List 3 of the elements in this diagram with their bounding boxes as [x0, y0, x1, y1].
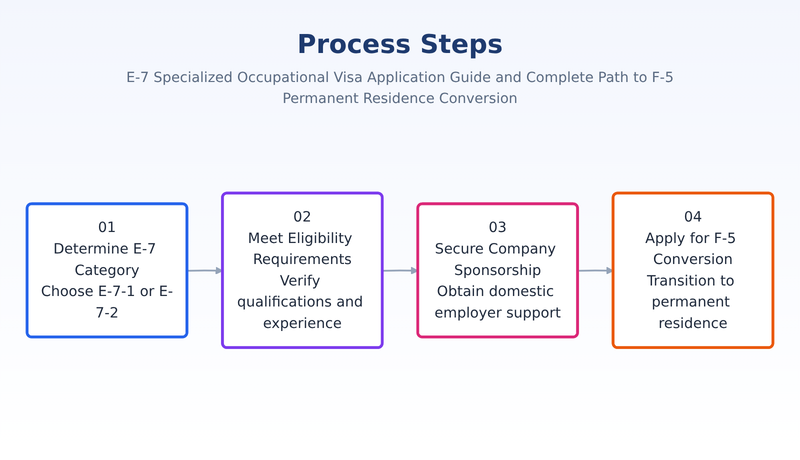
diagram-title: Process Steps: [296, 30, 504, 60]
subtitle-text: E-7 Specialized Occupational Visa Application Guide and Complete Path to F-5 Permanent Residence Conversion: [125, 69, 675, 109]
arrow: [578, 266, 614, 274]
